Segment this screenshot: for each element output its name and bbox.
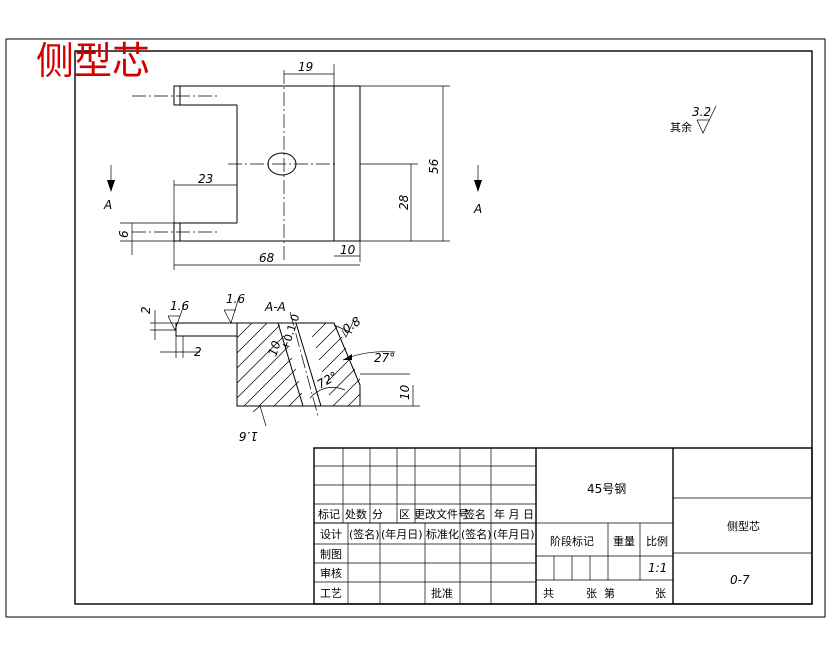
tb-zone: 区 bbox=[399, 508, 410, 521]
roughness-16-b: 1.6 bbox=[226, 292, 245, 306]
tb-sheet-unit: 张 bbox=[655, 587, 666, 600]
roughness-08: 0.8 bbox=[340, 314, 364, 337]
rest-roughness-value: 3.2 bbox=[692, 105, 711, 119]
rest-roughness: 其余 3.2 bbox=[670, 105, 717, 134]
roughness-16-a: 1.6 bbox=[170, 299, 189, 313]
dim-28: 28 bbox=[397, 194, 411, 210]
dim-23: 23 bbox=[198, 172, 213, 186]
tb-stage-mark: 阶段标记 bbox=[550, 534, 594, 548]
tb-standard-sign: (签名) bbox=[461, 527, 492, 541]
rest-label: 其余 bbox=[670, 120, 692, 134]
tb-design-date: (年月日) bbox=[381, 527, 423, 541]
tb-design-sign: (签名) bbox=[349, 527, 380, 541]
tb-scale: 1:1 bbox=[648, 561, 667, 575]
tb-change-doc: 更改文件号 bbox=[414, 507, 469, 521]
dim-10-section: 10 bbox=[398, 384, 412, 400]
tb-draw: 制图 bbox=[320, 548, 342, 561]
tb-sign: 签名 bbox=[464, 507, 486, 521]
top-view: 19 56 28 23 6 10 68 A A bbox=[103, 60, 482, 270]
tb-count: 处数 bbox=[345, 508, 367, 521]
tb-date: 年 月 日 bbox=[494, 507, 534, 521]
dim-10: 10 bbox=[340, 243, 356, 257]
inner-border bbox=[74, 50, 813, 605]
tb-part-name: 侧型芯 bbox=[727, 519, 760, 533]
section-arrow-a-right: A bbox=[473, 202, 482, 216]
tb-weight: 重量 bbox=[613, 534, 635, 548]
tb-process: 工艺 bbox=[320, 587, 342, 600]
tb-sheets: 张 bbox=[586, 587, 597, 600]
tb-check: 审核 bbox=[320, 566, 342, 580]
tb-design: 设计 bbox=[320, 528, 342, 541]
tb-ratio: 比例 bbox=[646, 534, 668, 548]
dim-68: 68 bbox=[259, 251, 275, 265]
tb-drawing-no: 0-7 bbox=[730, 573, 750, 587]
tb-div: 分 bbox=[372, 508, 383, 521]
section-view: A-A 10 + bbox=[139, 292, 420, 443]
drawing-title: 侧型芯 bbox=[36, 39, 150, 83]
dim-56: 56 bbox=[427, 158, 441, 174]
section-arrow-a-left: A bbox=[103, 198, 112, 212]
tb-material: 45号钢 bbox=[587, 482, 626, 496]
dim-6: 6 bbox=[117, 230, 131, 238]
section-label: A-A bbox=[264, 300, 286, 314]
dim-19: 19 bbox=[298, 60, 313, 74]
dim-2-horizontal: 2 bbox=[194, 345, 202, 359]
title-block: 标记 处数 分 区 更改文件号 签名 年 月 日 设计 (签名) (年月日) 标… bbox=[313, 447, 813, 605]
tb-standard-date: (年月日) bbox=[493, 527, 535, 541]
dim-hole-10: 10 bbox=[266, 339, 284, 358]
tb-approve: 批准 bbox=[431, 586, 453, 600]
tb-total: 共 bbox=[543, 587, 554, 600]
roughness-16-c: 1.6 bbox=[239, 429, 258, 443]
tb-sheet-no: 第 bbox=[604, 586, 615, 600]
dim-2-vertical: 2 bbox=[139, 306, 153, 314]
angle-27: 27° bbox=[374, 351, 395, 365]
tb-mark: 标记 bbox=[318, 507, 340, 521]
tb-standard: 标准化 bbox=[426, 527, 459, 541]
outer-border bbox=[5, 38, 826, 618]
